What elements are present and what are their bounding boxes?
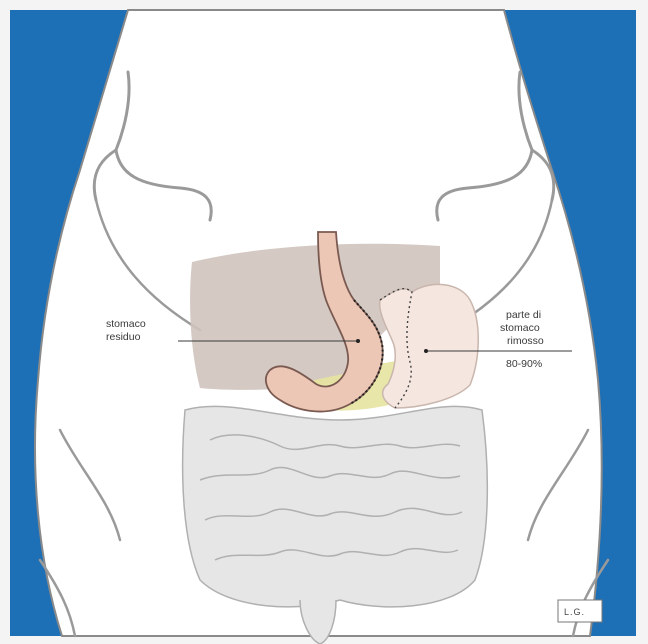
label-residual-line2: residuo [106, 331, 141, 343]
label-removed-line1: parte di [506, 309, 541, 321]
label-removed-line3: rimosso [507, 335, 544, 347]
label-removed-line2: stomaco [500, 322, 540, 334]
signature: L.G. [564, 607, 585, 617]
residual-leader-dot [356, 339, 360, 343]
label-removed-pct: 80-90% [506, 358, 542, 370]
removed-leader-dot [424, 349, 428, 353]
label-residual-line1: stomaco [106, 318, 146, 330]
removed-stomach-part [380, 284, 479, 408]
